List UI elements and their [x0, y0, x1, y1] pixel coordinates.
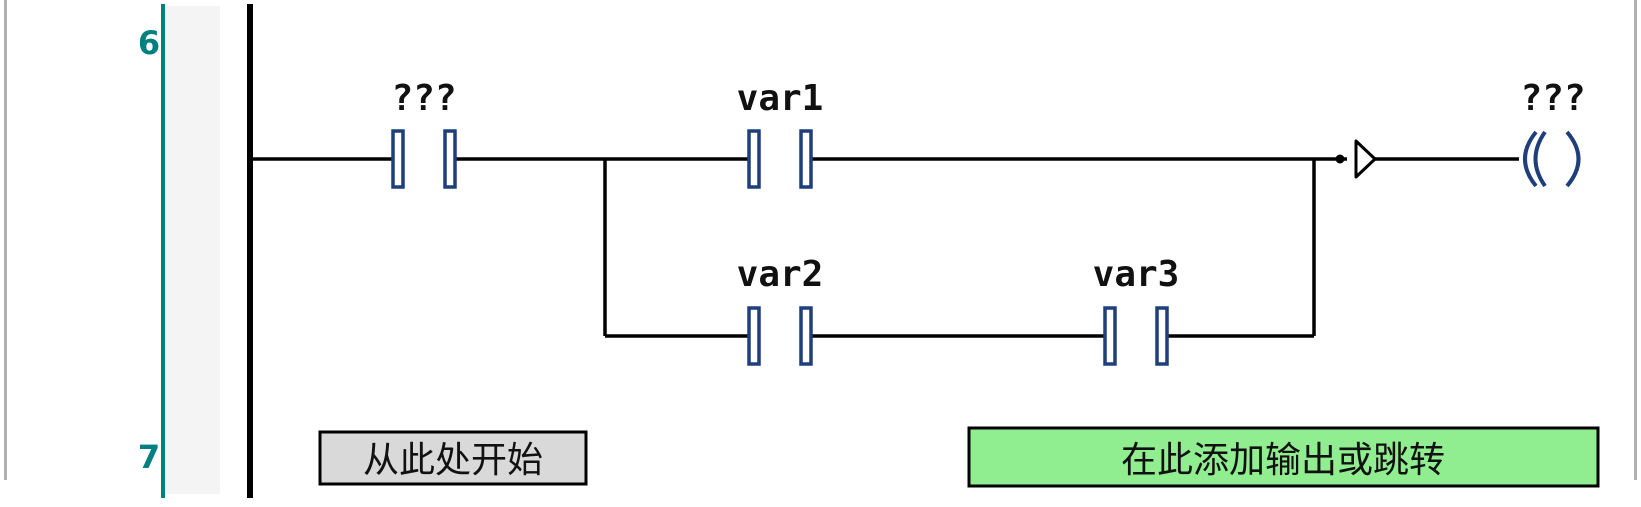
junction-dot — [1335, 154, 1345, 164]
start-here-button-box — [318, 430, 588, 486]
contact-label-var3: var3 — [1093, 254, 1180, 295]
coil-left-arc-outer — [1523, 130, 1538, 188]
line-number-gutter — [163, 6, 220, 494]
coil-unassigned[interactable]: ??? — [1520, 78, 1586, 188]
contact-var2[interactable]: var2 — [737, 254, 824, 366]
contact-label-var2: var2 — [737, 254, 824, 295]
output-branch-arrow-icon[interactable] — [1335, 139, 1377, 179]
contact-right-bar — [443, 129, 457, 189]
contact-unassigned[interactable]: ??? — [391, 78, 457, 189]
add-output-button-box — [967, 426, 1600, 488]
line-number-6: 6 — [138, 24, 160, 62]
coil-right-arc — [1565, 130, 1581, 188]
contact-label-var1: var1 — [737, 78, 824, 119]
gutter-divider — [161, 4, 165, 498]
add-output-or-jump-button[interactable]: 在此添加输出或跳转 — [967, 426, 1600, 488]
contact-right-bar — [799, 306, 813, 366]
contact-left-bar — [747, 306, 761, 366]
line-number-7: 7 — [138, 438, 160, 476]
start-here-label: 从此处开始 — [363, 440, 543, 481]
contact-right-bar — [1155, 306, 1169, 366]
coil-label-unassigned: ??? — [1520, 78, 1585, 119]
contact-var3[interactable]: var3 — [1093, 254, 1180, 366]
contact-left-bar — [1103, 306, 1117, 366]
contact-var1[interactable]: var1 — [737, 78, 824, 189]
arrow-triangle — [1354, 139, 1377, 179]
contact-right-bar — [799, 129, 813, 189]
left-power-rail — [247, 4, 253, 498]
coil-left-arc-inner — [1533, 130, 1547, 188]
left-edge-line — [4, 0, 7, 480]
contact-label-unassigned: ??? — [391, 78, 456, 119]
add-output-label: 在此添加输出或跳转 — [1121, 440, 1445, 481]
right-edge-line — [1634, 0, 1637, 480]
contact-left-bar — [391, 129, 405, 189]
start-here-button[interactable]: 从此处开始 — [318, 430, 588, 486]
contact-left-bar — [747, 129, 761, 189]
